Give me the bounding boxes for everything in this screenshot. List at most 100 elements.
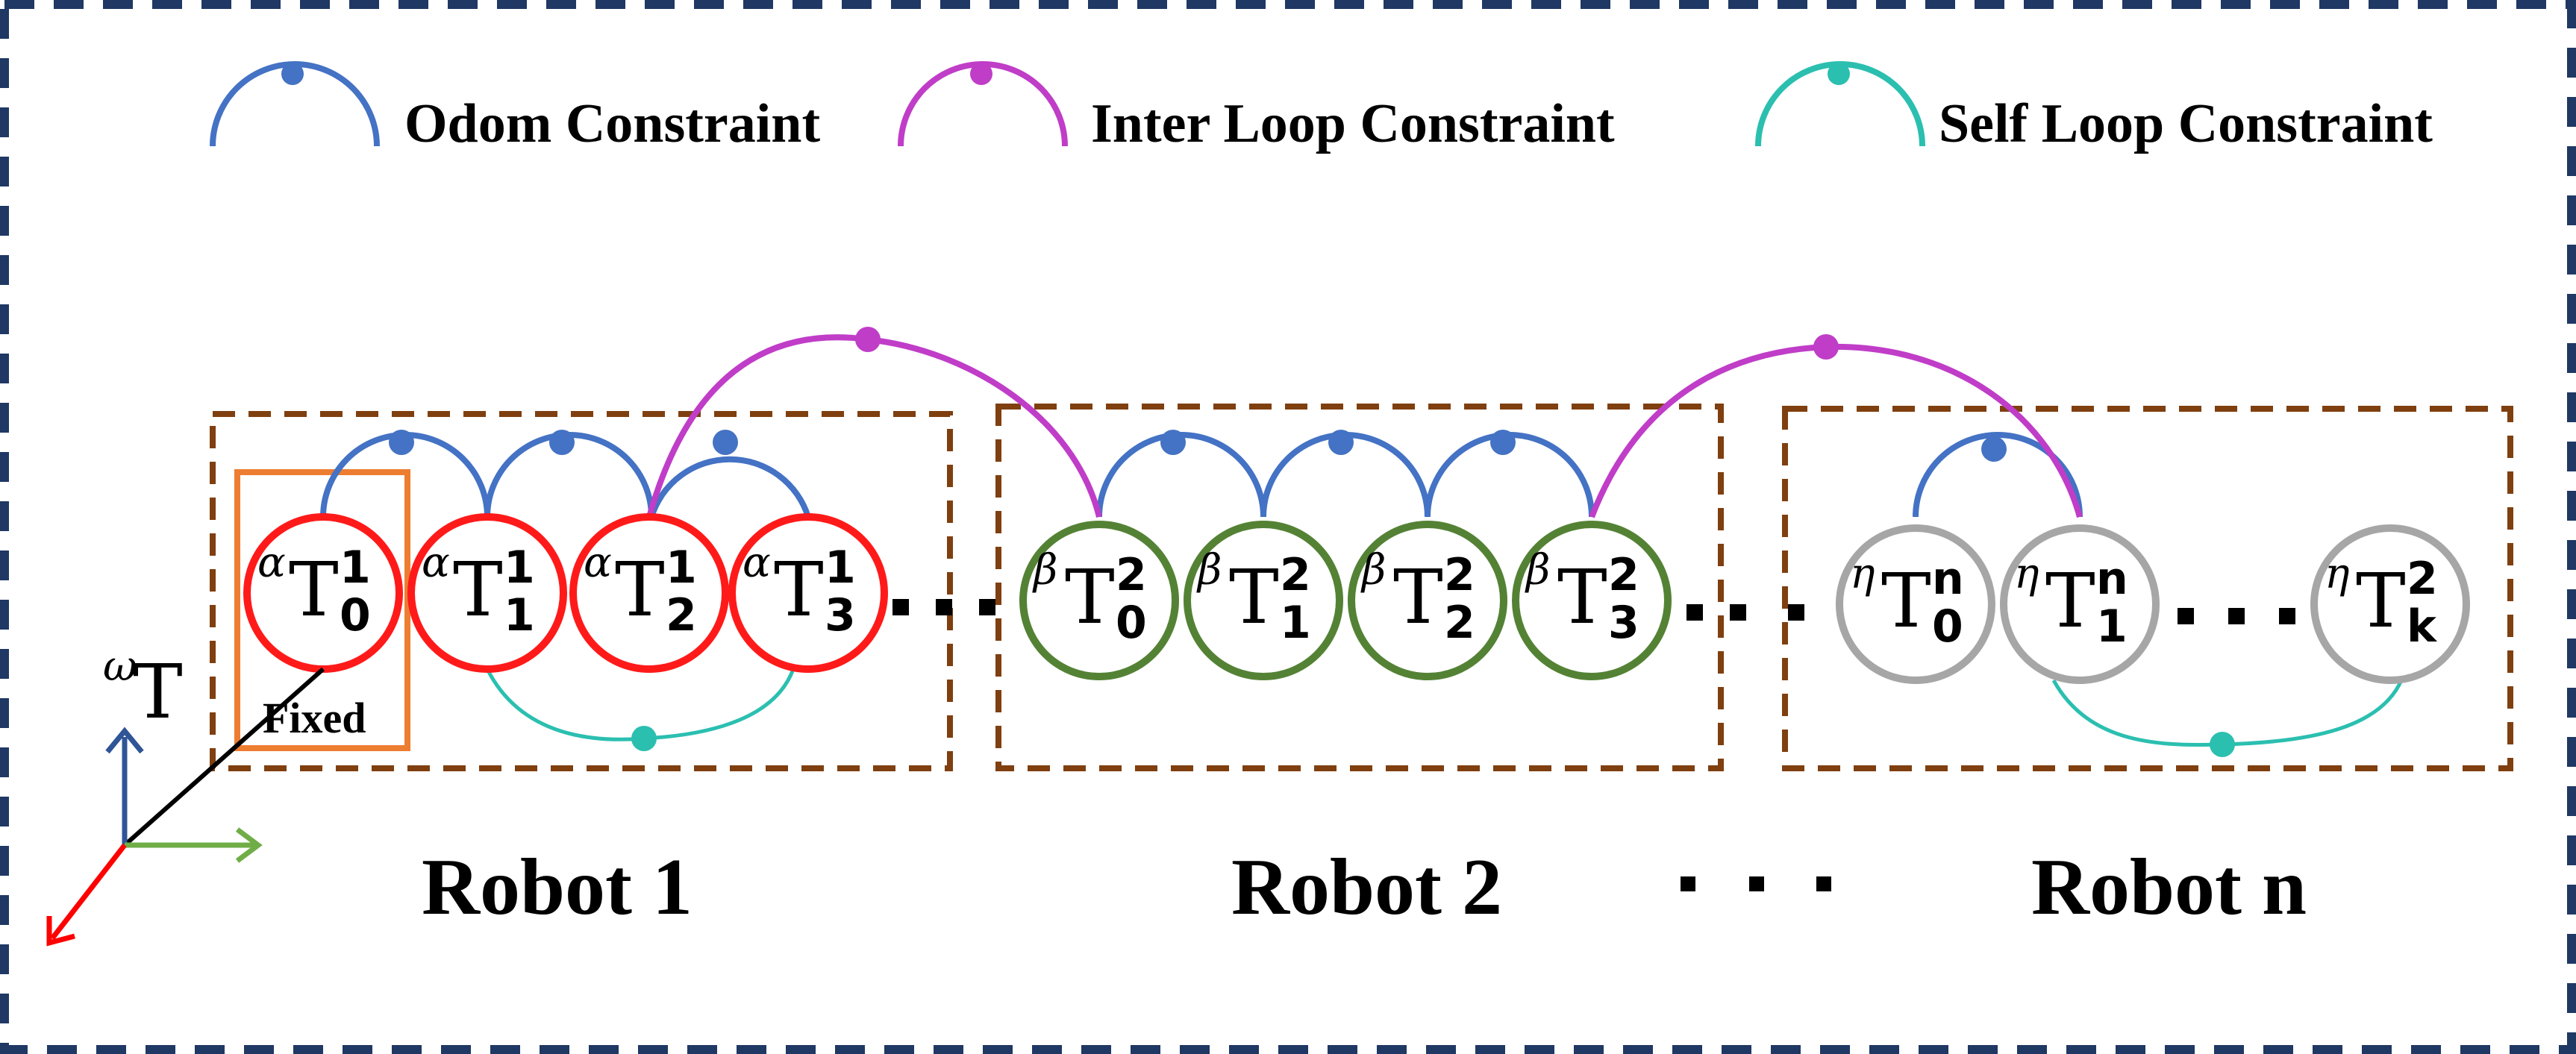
- ellipsis-rn-2: [2228, 608, 2245, 624]
- axis-diag: [50, 843, 127, 941]
- odom-constraints: [320, 432, 2083, 518]
- legend-self-label: Self Loop Constraint: [1939, 93, 2433, 154]
- node-2-1-main: T: [2045, 557, 2095, 644]
- node-0-1-sub: 1: [504, 589, 535, 642]
- node-1-3-sub: 3: [1608, 597, 1639, 649]
- node-0-0-sub: 0: [340, 589, 371, 642]
- node-2-1-frame: η: [2014, 550, 2039, 598]
- ellipsis-r1-3: [979, 599, 995, 615]
- node-0-1-sup: 1: [504, 542, 535, 594]
- node-r1-3: [728, 513, 888, 673]
- node-1-1-main: T: [1229, 553, 1279, 641]
- node-0-2-main: T: [615, 546, 665, 633]
- node-1-3-sup: 2: [1608, 549, 1639, 601]
- node-2-1-sup: n: [2096, 553, 2128, 605]
- node-2-0-sup: n: [1932, 553, 1964, 605]
- world-frame-label: ω T: [103, 642, 183, 735]
- robot-2-label: Robot 2: [1231, 843, 1502, 932]
- fixed-label: Fixed: [263, 694, 366, 742]
- node-1-2-sub: 2: [1444, 597, 1475, 649]
- ellipsis-r2-3: [1788, 604, 1804, 621]
- robot-n-nodes: [1836, 524, 2470, 684]
- ellipsis-bottom-3: [1816, 876, 1831, 891]
- node-2-0-main: T: [1881, 557, 1931, 644]
- robot-n-label: Robot n: [2031, 843, 2307, 932]
- node-rn-1: [2000, 524, 2160, 684]
- robot-1-label: Robot 1: [422, 843, 693, 932]
- robot-1-nodes: [243, 513, 888, 673]
- self-loop-dots: [631, 726, 2235, 757]
- robot-2-nodes: [1019, 521, 1672, 680]
- legend: Odom Constraint Inter Loop Constraint Se…: [210, 61, 2433, 154]
- legend-self-icon: [1755, 61, 1925, 147]
- node-r2-3: [1512, 521, 1672, 680]
- node-0-3-frame: α: [743, 539, 771, 587]
- node-1-1-sup: 2: [1280, 549, 1311, 601]
- ellipsis-bottom-1: [1681, 876, 1695, 891]
- node-0-1-frame: α: [422, 539, 450, 587]
- node-1-3-main: T: [1557, 553, 1607, 641]
- world-frame-main: T: [133, 648, 183, 735]
- node-0-0-main: T: [289, 546, 339, 633]
- node-r2-1: [1184, 521, 1343, 680]
- node-0-3-sup: 1: [825, 542, 856, 594]
- robot-2-box: [995, 404, 1724, 771]
- inter-loop-dots: [855, 327, 1839, 360]
- ellipsis-bottom-2: [1749, 876, 1764, 891]
- node-1-2-frame: β: [1360, 546, 1386, 595]
- legend-inter-label: Inter Loop Constraint: [1091, 93, 1615, 154]
- node-1-1-sub: 1: [1280, 597, 1311, 649]
- ellipsis-rn-3: [2279, 608, 2295, 624]
- ellipsis-dots: [892, 599, 2295, 891]
- node-0-2-sup: 1: [666, 542, 697, 594]
- robot-1-box: [210, 411, 953, 771]
- node-0-2-sub: 2: [666, 589, 697, 642]
- node-2-2-frame: η: [2325, 550, 2350, 598]
- legend-odom-icon: [210, 61, 380, 147]
- inter-loop-constraints: [646, 334, 2083, 518]
- self-loop-constraints: [485, 668, 2404, 747]
- node-1-0-main: T: [1065, 553, 1115, 641]
- node-0-0-sup: 1: [340, 542, 371, 594]
- node-1-0-frame: β: [1032, 546, 1057, 595]
- node-2-0-frame: η: [1850, 550, 1875, 598]
- world-frame-sup: ω: [103, 642, 137, 691]
- legend-odom-label: Odom Constraint: [404, 93, 820, 154]
- fixed-box: [234, 469, 410, 751]
- node-0-1-main: T: [453, 546, 503, 633]
- node-2-2-main: T: [2356, 557, 2406, 644]
- legend-inter-icon: [898, 61, 1068, 147]
- node-2-2-sup: 2: [2407, 553, 2438, 605]
- ellipsis-r2-1: [1686, 604, 1703, 621]
- node-0-3-sub: 3: [825, 589, 856, 642]
- node-2-1-sub: 1: [2096, 600, 2128, 653]
- node-2-2-sub: k: [2407, 600, 2438, 653]
- node-r1-2: [569, 513, 729, 673]
- ellipsis-r1-2: [936, 599, 952, 615]
- world-frame-axes: [46, 667, 325, 947]
- node-r2-2: [1348, 521, 1507, 680]
- node-1-0-sup: 2: [1116, 549, 1147, 601]
- node-rn-k: [2310, 524, 2470, 684]
- node-1-0-sub: 0: [1116, 597, 1147, 649]
- ellipsis-r1-1: [892, 599, 909, 615]
- ellipsis-r2-2: [1730, 604, 1746, 621]
- node-0-2-frame: α: [584, 539, 612, 587]
- node-0-0-frame: α: [257, 539, 286, 587]
- node-2-0-sub: 0: [1932, 600, 1963, 653]
- node-rn-0: [1836, 524, 1995, 684]
- node-r2-0: [1019, 521, 1179, 680]
- robot-n-box: [1782, 406, 2513, 771]
- node-r1-1: [407, 513, 567, 673]
- node-1-1-frame: β: [1196, 546, 1222, 595]
- node-0-3-main: T: [774, 546, 824, 633]
- node-1-2-main: T: [1393, 553, 1443, 641]
- node-1-3-frame: β: [1525, 546, 1550, 595]
- ellipsis-rn-1: [2178, 608, 2194, 624]
- node-1-2-sup: 2: [1444, 549, 1475, 601]
- odom-constraint-dots: [389, 430, 2007, 462]
